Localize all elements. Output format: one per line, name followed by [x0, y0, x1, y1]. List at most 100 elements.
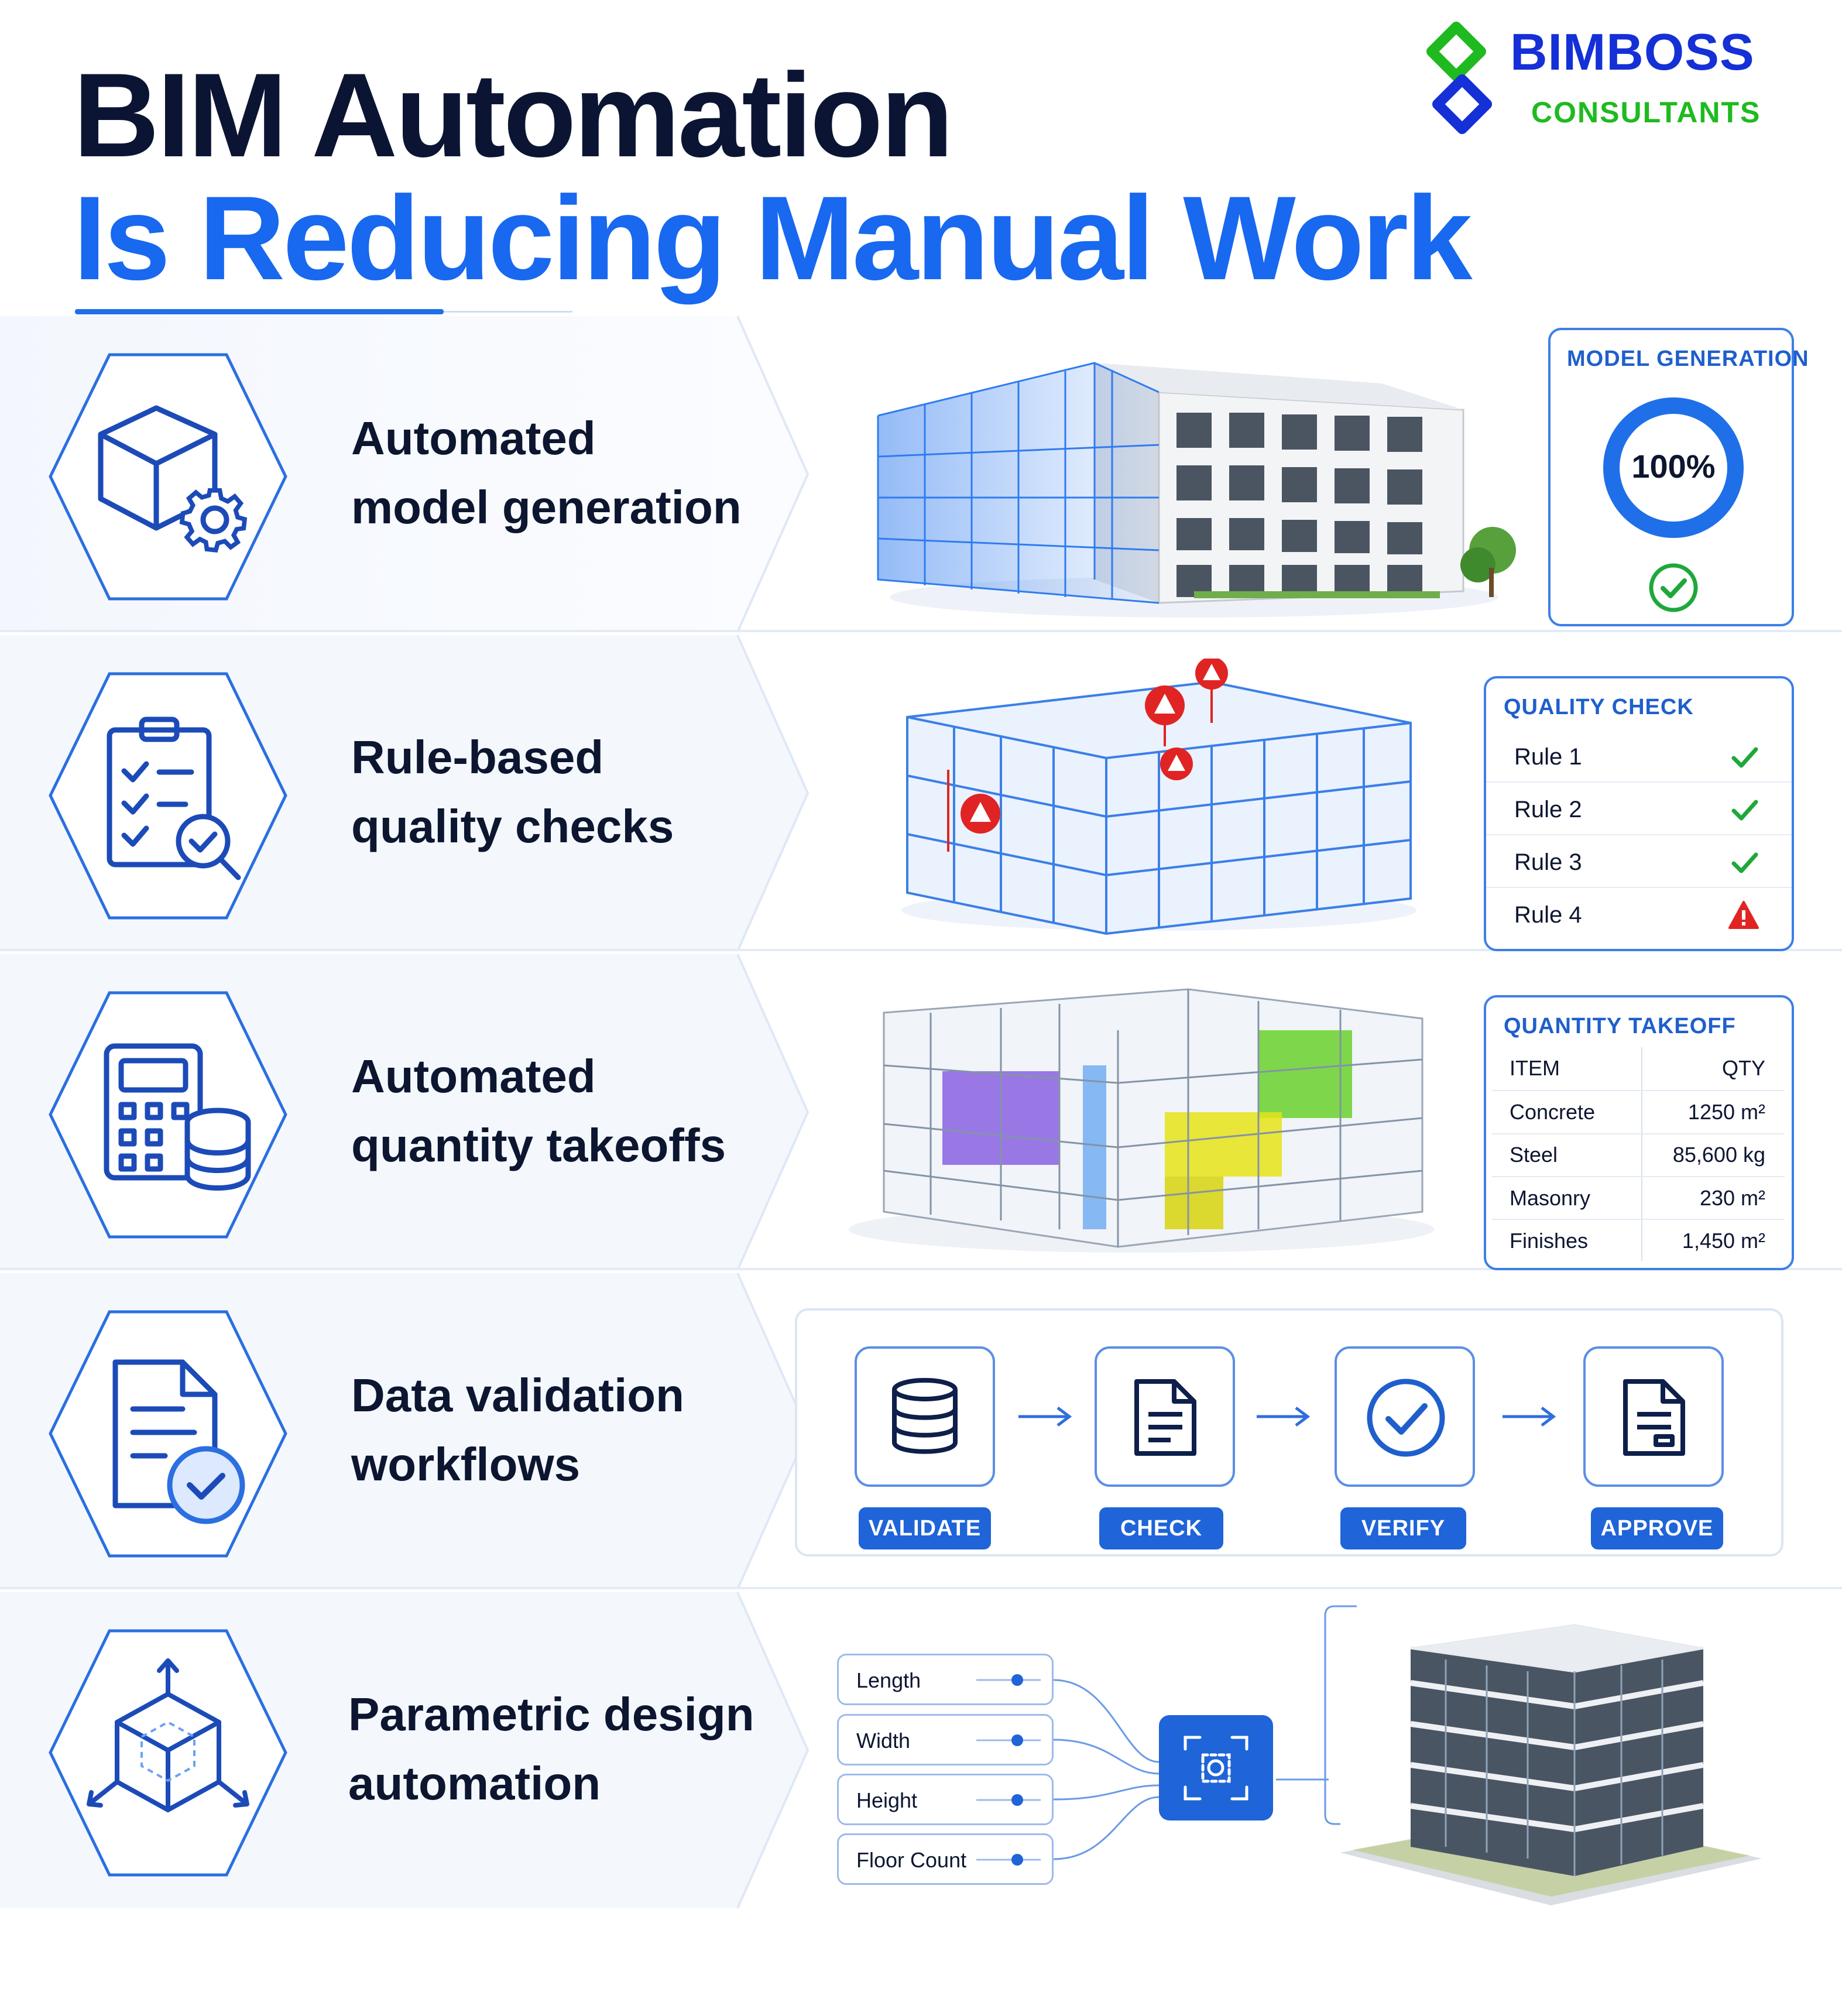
list-item: Rule 4 — [1486, 889, 1792, 941]
slider-handle[interactable] — [976, 1853, 1047, 1867]
script-engine-node[interactable] — [1159, 1715, 1273, 1820]
progress-ring — [1603, 397, 1744, 538]
validate-button[interactable]: VALIDATE — [859, 1507, 991, 1549]
list-item: Rule 3 — [1486, 836, 1792, 888]
row-quality-checks: Rule-based quality checks QUALITY CHECK … — [0, 635, 1842, 951]
title-underline-thin — [444, 311, 572, 313]
param-label: Length — [856, 1668, 921, 1692]
row-divider — [1492, 1219, 1785, 1220]
rules-list: Rule 1 Rule 2 Rule 3 Rule 4 — [1486, 731, 1792, 942]
panel-title: QUANTITY TAKEOFF — [1504, 1014, 1736, 1038]
row-data-validation: Data validation workflows VALIDATE CHECK… — [0, 1273, 1842, 1589]
logo-mark-icon — [1426, 22, 1492, 134]
param-label: Floor Count — [856, 1848, 967, 1872]
success-check-icon — [1649, 563, 1698, 612]
colored-building-quantities-illustration — [849, 988, 1434, 1253]
panel-title: MODEL GENERATION — [1567, 347, 1809, 371]
row-label-line-1: Automated — [351, 412, 596, 464]
quantity-takeoff-panel: QUANTITY TAKEOFF ITEM QTY Concrete 1250 … — [1484, 995, 1794, 1270]
table-cell-item: Masonry — [1510, 1186, 1591, 1210]
row-quantity-takeoffs: Automated quantity takeoffs QUANTITY TAK… — [0, 954, 1842, 1270]
row-label-line-2: quality checks — [351, 800, 674, 852]
table-cell-qty: 1250 m² — [1687, 1100, 1765, 1124]
building-model-illustration — [877, 362, 1516, 618]
model-generation-panel: MODEL GENERATION 100% — [1548, 328, 1809, 626]
param-floor-count[interactable]: Floor Count — [837, 1833, 1054, 1885]
rule-name: Rule 3 — [1514, 849, 1582, 875]
row-model-generation: Automated model generation — [0, 316, 1842, 632]
cube-axes-icon — [49, 1629, 287, 1877]
list-item: Rule 1 — [1486, 731, 1792, 783]
check-icon — [1731, 800, 1758, 821]
param-label: Height — [856, 1788, 918, 1812]
check-button[interactable]: CHECK — [1099, 1507, 1223, 1549]
parametric-script-icon — [1184, 1736, 1248, 1801]
table-cell-qty: 230 m² — [1699, 1186, 1765, 1210]
row-parametric-design: Parametric design automation Length Widt… — [0, 1592, 1842, 1908]
page-title-line-1: BIM Automation — [73, 49, 953, 182]
document-icon — [1134, 1379, 1196, 1456]
row-divider — [1492, 1133, 1785, 1134]
clipboard-search-icon — [49, 672, 287, 920]
row-label: Automated model generation — [351, 404, 742, 542]
rule-name: Rule 4 — [1514, 902, 1582, 928]
table-cell-qty: 1,450 m² — [1682, 1229, 1765, 1253]
page-title-line-2: Is Reducing Manual Work — [73, 172, 1473, 305]
logo-name: BIMBOSS — [1510, 23, 1755, 81]
table-cell-item: Steel — [1510, 1143, 1558, 1167]
workflow-step-check[interactable] — [1095, 1346, 1235, 1487]
database-icon — [892, 1378, 958, 1454]
parameter-connectors — [1054, 1679, 1329, 1860]
slider-handle[interactable] — [976, 1673, 1047, 1687]
table-header-qty: QTY — [1721, 1056, 1765, 1080]
row-label: Rule-based quality checks — [351, 723, 674, 861]
row-label: Data validation workflows — [351, 1361, 684, 1499]
slider-handle[interactable] — [976, 1733, 1047, 1747]
row-label-line-1: Automated — [351, 1050, 596, 1102]
row-label-line-1: Data validation — [351, 1369, 685, 1421]
verify-button[interactable]: VERIFY — [1340, 1507, 1466, 1549]
param-length[interactable]: Length — [837, 1654, 1054, 1705]
box-gear-icon — [49, 353, 287, 601]
row-label: Parametric design automation — [348, 1680, 754, 1818]
check-icon — [1731, 747, 1758, 768]
list-item: Rule 2 — [1486, 784, 1792, 835]
param-width[interactable]: Width — [837, 1714, 1054, 1765]
param-height[interactable]: Height — [837, 1774, 1054, 1825]
arrow-right-icon — [1018, 1407, 1072, 1427]
row-divider — [1492, 1090, 1785, 1091]
row-label-line-2: automation — [348, 1757, 601, 1809]
generated-building-illustration — [1340, 1624, 1762, 1905]
warning-icon — [1728, 901, 1759, 929]
check-icon — [1731, 852, 1758, 873]
table-cell-item: Finishes — [1510, 1229, 1589, 1253]
title-underline — [75, 309, 444, 314]
logo-tagline: CONSULTANTS — [1531, 96, 1761, 129]
arrow-right-icon — [1503, 1407, 1556, 1427]
workflow-step-approve[interactable] — [1583, 1346, 1724, 1487]
check-circle-icon — [1367, 1379, 1445, 1457]
table-cell-qty: 85,600 kg — [1672, 1143, 1765, 1167]
wireframe-clash-illustration — [901, 659, 1416, 935]
row-label-line-1: Parametric design — [348, 1688, 754, 1740]
row-label-line-2: quantity takeoffs — [351, 1119, 726, 1171]
progress-percent: 100% — [1631, 448, 1716, 485]
table-cell-item: Concrete — [1510, 1100, 1596, 1124]
workflow-step-validate[interactable] — [855, 1346, 995, 1487]
rule-name: Rule 2 — [1514, 797, 1582, 822]
row-label-line-2: model generation — [351, 481, 742, 533]
calculator-database-icon — [49, 991, 287, 1239]
quality-check-panel: QUALITY CHECK Rule 1 Rule 2 Rule 3 Rule … — [1484, 676, 1794, 951]
approve-button[interactable]: APPROVE — [1591, 1507, 1723, 1549]
document-check-icon — [49, 1310, 287, 1558]
progress-ring-fill — [1603, 397, 1744, 538]
row-label-line-2: workflows — [351, 1438, 581, 1490]
workflow-step-verify[interactable] — [1335, 1346, 1475, 1487]
clash-warning-markers — [961, 659, 1228, 834]
param-label: Width — [856, 1729, 911, 1753]
row-label-line-1: Rule-based — [351, 731, 604, 783]
document-approve-icon — [1623, 1379, 1685, 1456]
panel-title: QUALITY CHECK — [1504, 695, 1694, 719]
bimboss-logo — [1426, 22, 1492, 134]
slider-handle[interactable] — [976, 1793, 1047, 1807]
